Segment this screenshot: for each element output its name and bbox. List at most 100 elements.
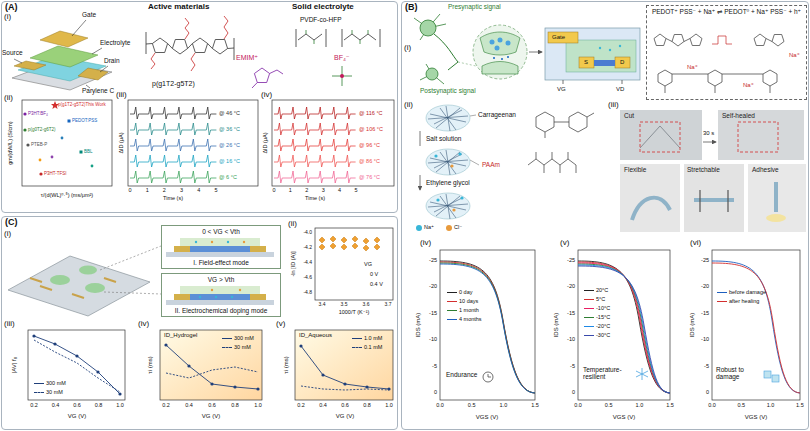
chemical-structure: [690, 34, 702, 46]
legend-entry: 300 mM: [222, 336, 254, 342]
neuron-illustration: [458, 62, 476, 66]
ecg-device: [594, 60, 615, 66]
tick-label: -20: [567, 285, 575, 291]
otft-device: [40, 31, 88, 47]
tick-label: 0.2: [30, 403, 38, 409]
ecg-device: [545, 28, 640, 80]
mode-illustration: [166, 300, 274, 305]
polymer-structure: [185, 18, 189, 39]
tick-label: -15: [701, 311, 709, 317]
data-point-label: PEDOT:PSS: [72, 119, 97, 124]
otft-device: [14, 20, 108, 88]
line-plot: [210, 382, 213, 385]
mode-illustration: [190, 246, 250, 252]
scatter-plot: [51, 156, 54, 159]
photo-label: Cut: [624, 113, 634, 120]
trace-label: @ 86 °C: [359, 159, 380, 165]
mode-inset: VG > VthII. Electrochemical doping mode: [161, 273, 281, 317]
legend-line: [584, 290, 594, 291]
mode-illustration: [199, 296, 201, 298]
tick-label: 0.6: [341, 403, 349, 409]
axis-title: IDS (mA): [415, 313, 421, 338]
electrode-label: D: [620, 59, 624, 65]
trace-plot: [274, 107, 356, 119]
subpanel-label: (i): [4, 230, 11, 238]
arrhenius-plot: [319, 244, 325, 250]
photo-label: Adhesive: [752, 167, 779, 174]
scatter-plot: [22, 100, 112, 186]
compound-name: PAAm: [482, 162, 500, 169]
ion-name: EMIM⁺: [236, 54, 258, 61]
annotation: 0.4 V: [370, 282, 383, 288]
mode-illustration: [190, 294, 250, 300]
legend-text: 10 days: [459, 299, 478, 305]
axis-title: VGS (V): [745, 414, 767, 420]
legend-entry: before damage: [717, 290, 766, 296]
legend-line: [447, 301, 457, 302]
plot-title: ID_Hydrogel: [164, 332, 197, 338]
chemical-structure: [754, 34, 766, 46]
arrhenius-plot: [363, 238, 369, 244]
neuron-illustration: [507, 56, 509, 58]
mode-illustration: [166, 252, 274, 257]
tick-label: 1.0: [767, 403, 775, 409]
transfer-curve-plot: [483, 372, 493, 382]
legend-line: [222, 347, 232, 348]
ecg-device: [563, 80, 622, 84]
legend-line: [34, 392, 44, 393]
arrhenius-plot: [330, 236, 336, 242]
neuron-illustration: [493, 57, 495, 59]
line-plot: [299, 344, 302, 347]
line-plot: [75, 354, 78, 357]
tick-label: 0.2: [162, 403, 170, 409]
panel-frame: (B)PEDOT⁺ PSS⁻ + Na⁺ ⇌ PEDOT⁰ + Na⁺ PSS⁻…: [401, 1, 809, 430]
axis-title: |AV| f₀: [11, 357, 17, 374]
polymer-structure: [152, 38, 167, 53]
electrolyte-structure: [306, 30, 368, 44]
mode-illustration: [250, 246, 266, 252]
photo-panel: [640, 126, 680, 148]
chemical-structure: [763, 70, 777, 86]
chemical-structure: [672, 35, 684, 47]
tick-label: 1: [289, 188, 292, 194]
polymer-structure: [146, 32, 234, 60]
tick-label: 0.4: [185, 403, 193, 409]
electrolyte-structure: [298, 34, 322, 40]
chip-illustration: [8, 246, 161, 316]
compound-name: Carrageenan: [478, 112, 516, 119]
transfer-curve-plot: [712, 263, 800, 393]
tick-label: -25: [429, 258, 437, 264]
axis-title: τ/(d(WL)⁰·⁵) (ms/μm²): [41, 193, 93, 199]
tick-label: 2: [305, 188, 308, 194]
line-plot: [32, 334, 390, 395]
tick-label: 0: [128, 188, 131, 194]
tick-label: 1.5: [531, 403, 539, 409]
ecg-device: [579, 57, 594, 68]
otft-device: [14, 61, 46, 70]
photo-panel: [684, 164, 744, 232]
axis-title: VG (V): [68, 413, 86, 419]
chemical-structure: [772, 35, 784, 47]
mode-illustration: [239, 289, 241, 291]
tick-label: -15: [567, 311, 575, 317]
tick-label: -4.8: [303, 290, 312, 295]
axis-title: VGS (V): [613, 414, 635, 420]
hydrogel-network: [458, 152, 461, 155]
arrhenius-plot: [363, 245, 369, 251]
axis-title: τi (ms): [147, 356, 153, 373]
line-plot: [53, 342, 56, 345]
tick-label: 0.4: [52, 403, 60, 409]
signal-label: Presynaptic signal: [448, 4, 501, 11]
photo-panel: [620, 110, 806, 232]
part-label: Drain: [104, 58, 120, 65]
ion-name: Na⁺: [788, 52, 801, 58]
photo-label: Flexible: [624, 167, 646, 174]
ecg-device: [545, 28, 640, 84]
subpanel-label: (v): [276, 320, 285, 328]
mode-inset: 0 < VG < VthI. Field-effect mode: [161, 225, 281, 269]
trace-plot: [274, 171, 356, 183]
data-point-label: BBL: [84, 150, 93, 155]
tick-label: 0.8: [95, 403, 103, 409]
mode-illustration: [227, 241, 229, 243]
electrolyte-structure: [332, 66, 352, 86]
